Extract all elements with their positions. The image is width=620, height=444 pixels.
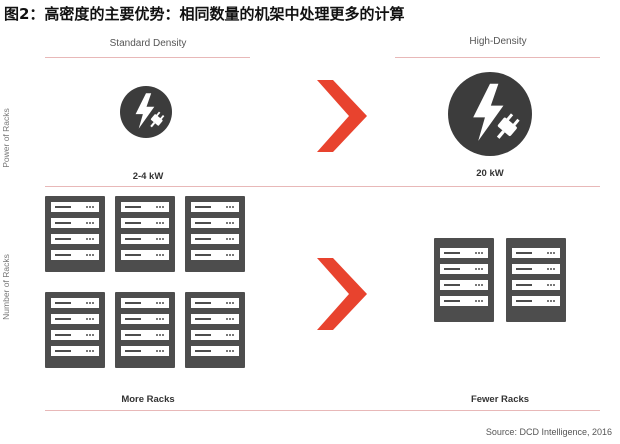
divider-top-right xyxy=(395,57,600,58)
server-rack-icon xyxy=(185,292,245,368)
column-header-standard: Standard Density xyxy=(109,38,187,49)
lightning-plug-icon-small xyxy=(120,86,172,138)
server-rack-icon xyxy=(115,196,175,272)
power-label-right: 20 kW xyxy=(476,168,504,179)
server-rack-icon xyxy=(434,238,494,322)
source-note: Source: DCD Intelligence, 2016 xyxy=(485,427,612,437)
row-label-racks: Number of Racks xyxy=(1,254,11,320)
figure-title: 图2：高密度的主要优势：相同数量的机架中处理更多的计算 xyxy=(4,5,405,23)
divider-bottom xyxy=(45,410,600,411)
racks-label-left: More Racks xyxy=(121,394,175,405)
server-rack-icon xyxy=(115,292,175,368)
power-label-left: 2-4 kW xyxy=(132,171,164,182)
server-rack-icon xyxy=(45,292,105,368)
column-header-high: High-Density xyxy=(469,36,527,47)
server-rack-icon xyxy=(45,196,105,272)
server-rack-icon xyxy=(185,196,245,272)
row-label-power: Power of Racks xyxy=(1,108,11,168)
chevron-right-icon-bottom xyxy=(317,258,367,330)
server-rack-icon xyxy=(506,238,566,322)
divider-top-left xyxy=(45,57,250,58)
chevron-right-icon-top xyxy=(317,80,367,152)
lightning-plug-icon-large xyxy=(448,72,532,156)
racks-label-right: Fewer Racks xyxy=(470,394,530,405)
divider-middle xyxy=(45,186,600,187)
